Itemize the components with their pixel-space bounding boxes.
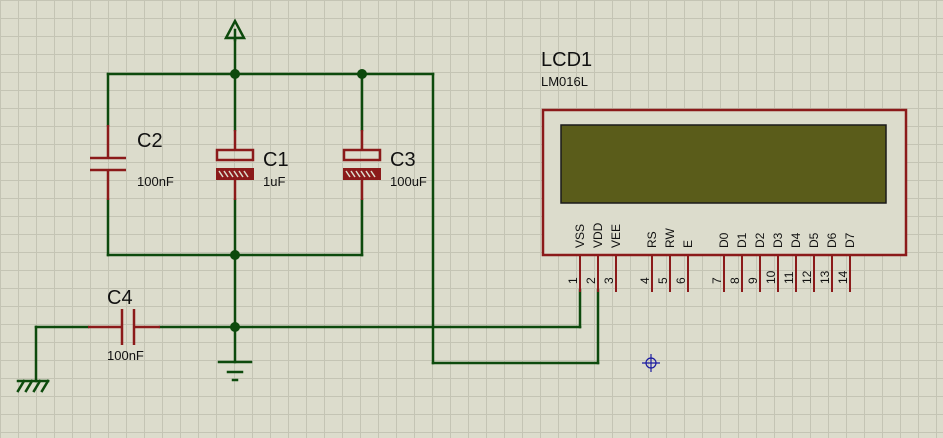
junction-dot	[230, 250, 240, 260]
junctions	[230, 69, 367, 332]
lcd-ref-label: LCD1	[541, 49, 592, 71]
c3-value-label: 100uF	[390, 174, 427, 189]
lcd-pin-name: RS	[645, 231, 659, 248]
c2-value-label: 100nF	[137, 174, 174, 189]
lcd-pin-name: VEE	[609, 224, 623, 248]
lcd-pin-number: 9	[746, 277, 760, 284]
capacitor-c1[interactable]: C1 1uF	[215, 130, 289, 200]
lcd-pin-number: 13	[818, 270, 832, 284]
c4-value-label: 100nF	[107, 348, 144, 363]
lcd-pin-number: 1	[566, 277, 580, 284]
lcd-part-label: LM016L	[541, 74, 588, 89]
lcd-pin-name: E	[681, 240, 695, 248]
lcd-module[interactable]: LCD1 LM016L VSS 1 VDD 2 VEE 3 RS 4 RW 5 E 6 D0 7 D1 8 D2…	[541, 49, 908, 292]
wires	[34, 38, 600, 383]
lcd-pin-name: D3	[771, 232, 785, 248]
c1-value-label: 1uF	[263, 174, 285, 189]
c1-ref-label: C1	[263, 149, 289, 171]
lcd-pin-name: D0	[717, 232, 731, 248]
lcd-pin-number: 3	[602, 277, 616, 284]
lcd-pin-name: D7	[843, 232, 857, 248]
lcd-pin-name: VSS	[573, 224, 587, 248]
lcd-pin-number: 7	[710, 277, 724, 284]
lcd-pin-number: 8	[728, 277, 742, 284]
capacitor-c4[interactable]: C4 100nF	[88, 287, 160, 363]
crosshair-cursor-icon	[642, 354, 660, 372]
lcd-pin-name: VDD	[591, 222, 605, 248]
lcd-pin-number: 14	[836, 270, 850, 284]
lcd-pin-name: D6	[825, 232, 839, 248]
c4-ref-label: C4	[107, 287, 133, 309]
lcd-pin-number: 2	[584, 277, 598, 284]
junction-dot	[230, 322, 240, 332]
ground-icon[interactable]	[217, 360, 253, 382]
lcd-pin-number: 12	[800, 270, 814, 284]
power-terminal-icon[interactable]	[223, 18, 247, 42]
lcd-pin-name: D1	[735, 232, 749, 248]
earth-ground-icon[interactable]	[16, 379, 50, 393]
lcd-pin-name: D5	[807, 232, 821, 248]
lcd-pin-number: 5	[656, 277, 670, 284]
lcd-screen	[560, 124, 887, 204]
capacitor-c3[interactable]: C3 100uF	[342, 130, 427, 200]
lcd-pin-name: D4	[789, 232, 803, 248]
junction-dot	[230, 69, 240, 79]
lcd-pin-name: RW	[663, 228, 677, 248]
c3-ref-label: C3	[390, 149, 416, 171]
lcd-pin-number: 4	[638, 277, 652, 284]
lcd-pin-group: VSS 1 VDD 2 VEE 3 RS 4 RW 5 E 6 D0 7 D1 8 D2 9 D3 10 D4 11 D5 1…	[566, 222, 857, 292]
capacitor-c2[interactable]: C2 100nF	[90, 125, 174, 200]
lcd-pin-number: 6	[674, 277, 688, 284]
junction-dot	[357, 69, 367, 79]
lcd-pin-number: 10	[764, 270, 778, 284]
lcd-pin-name: D2	[753, 232, 767, 248]
c2-ref-label: C2	[137, 130, 163, 152]
lcd-pin-number: 11	[782, 271, 796, 284]
